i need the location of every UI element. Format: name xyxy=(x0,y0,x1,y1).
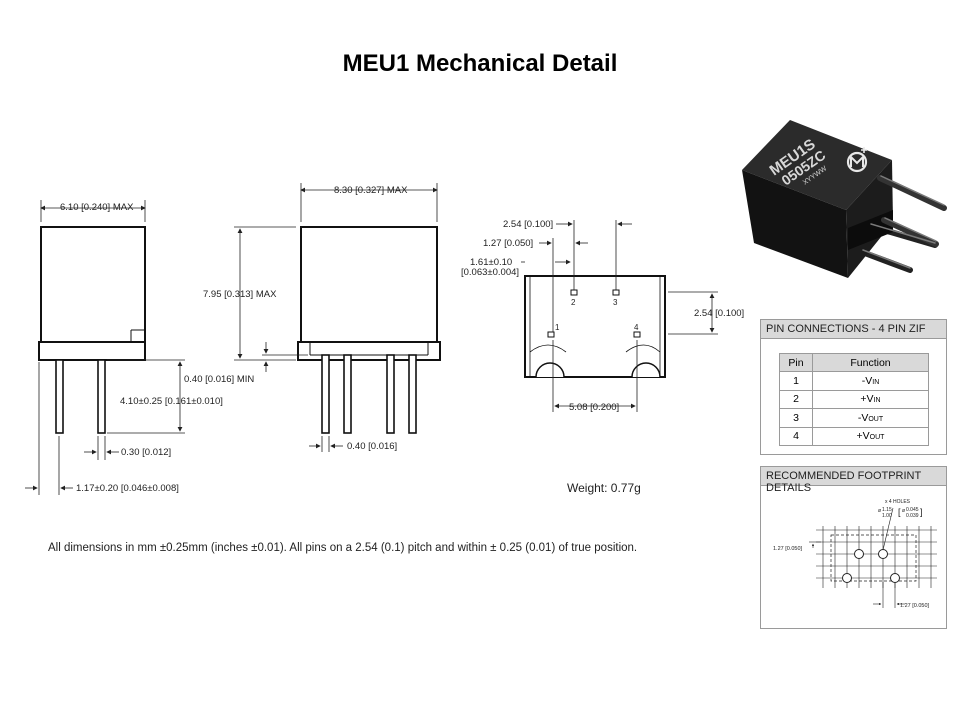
weight-label: Weight: 0.77g xyxy=(567,481,641,495)
function-main: +V xyxy=(860,393,874,406)
dim-inset-mm: 1.61±0.10 xyxy=(470,257,512,268)
pin-number-4: 4 xyxy=(634,323,639,332)
table-row: 1 -VIN xyxy=(779,371,929,391)
murata-logo-icon xyxy=(846,147,868,173)
footprint-dia-mm-top: 1.15 xyxy=(882,507,892,513)
col-function: Function xyxy=(812,353,929,372)
footprint-drawing: x 4 HOLES ø 1.15 1.00 [ ø 0.045 0.039 ] … xyxy=(773,499,937,609)
col-pin: Pin xyxy=(779,353,813,372)
dim-pin-offset: 1.17±0.20 [0.046±0.008] xyxy=(76,483,179,494)
footprint-heading: RECOMMENDED FOOTPRINT DETAILS xyxy=(761,467,946,494)
function-main: -V xyxy=(857,411,869,424)
function-cell: -VIN xyxy=(812,371,929,391)
table-row: 3 -VOUT xyxy=(779,408,929,428)
function-cell: -VOUT xyxy=(812,408,929,428)
footprint-holes-label: x 4 HOLES xyxy=(885,499,911,505)
pin-cell: 4 xyxy=(779,426,813,446)
footprint-dia-in-top: 0.045 xyxy=(906,507,919,513)
dim-row-2-54: 2.54 [0.100] xyxy=(694,308,744,319)
product-image: MEU1S 0505ZC XYYWW xyxy=(742,120,947,278)
footprint-panel: RECOMMENDED FOOTPRINT DETAILS xyxy=(760,466,947,629)
pin-number-1: 1 xyxy=(555,323,560,332)
dim-inset-in: [0.063±0.004] xyxy=(461,267,519,278)
pin-number-2: 2 xyxy=(571,298,576,307)
table-row: 2 +VIN xyxy=(779,389,929,409)
footprint-pitch-bottom: 1.27 [0.050] xyxy=(900,603,930,609)
dim-pin-width: 0.40 [0.016] xyxy=(347,441,397,452)
function-sub: OUT xyxy=(868,415,884,423)
footprint-pitch-left: 1.27 [0.050] xyxy=(773,546,803,552)
side-view xyxy=(38,226,146,434)
dim-standoff-min: 0.40 [0.016] MIN xyxy=(184,374,254,385)
svg-text:]: ] xyxy=(920,507,923,517)
dim-width-max: 6.10 [0.240] MAX xyxy=(60,202,134,213)
function-main: +V xyxy=(856,430,870,443)
dim-pitch-1-27: 1.27 [0.050] xyxy=(483,238,533,249)
function-sub: IN xyxy=(873,397,881,405)
function-cell: +VIN xyxy=(812,389,929,409)
dimension-note: All dimensions in mm ±0.25mm (inches ±0.… xyxy=(48,542,638,554)
function-cell: +VOUT xyxy=(812,426,929,446)
dim-pin-thickness: 0.30 [0.012] xyxy=(121,447,171,458)
pin-cell: 2 xyxy=(779,389,813,409)
footprint-dia-in-bot: 0.039 xyxy=(906,513,919,519)
pin-cell: 1 xyxy=(779,371,813,391)
front-view xyxy=(297,226,441,434)
pin-number-3: 3 xyxy=(613,298,618,307)
bottom-view xyxy=(524,275,666,378)
function-sub: IN xyxy=(872,378,880,386)
footprint-dia-mm-bot: 1.00 xyxy=(882,513,892,519)
svg-text:ø: ø xyxy=(878,508,881,514)
svg-text:[: [ xyxy=(898,507,901,517)
svg-text:ø: ø xyxy=(902,508,905,514)
function-sub: OUT xyxy=(869,434,885,442)
pin-cell: 3 xyxy=(779,408,813,428)
pin-connections-table: Pin Function 1 -VIN 2 +VIN 3 -VOUT 4 +VO… xyxy=(779,353,929,446)
dim-span-5-08: 5.08 [0.200] xyxy=(569,402,619,413)
dim-height-max: 7.95 [0.313] MAX xyxy=(203,289,277,300)
dim-pin-length: 4.10±0.25 [0.161±0.010] xyxy=(120,396,223,407)
pin-connections-panel: PIN CONNECTIONS - 4 PIN ZIF Pin Function… xyxy=(760,319,947,455)
function-main: -V xyxy=(861,374,873,387)
dim-pitch-2-54: 2.54 [0.100] xyxy=(503,219,553,230)
pin-connections-heading: PIN CONNECTIONS - 4 PIN ZIF xyxy=(761,320,946,339)
table-row: 4 +VOUT xyxy=(779,426,929,446)
dim-length-max: 8.30 [0.327] MAX xyxy=(334,185,408,196)
page-title: MEU1 Mechanical Detail xyxy=(342,50,618,77)
